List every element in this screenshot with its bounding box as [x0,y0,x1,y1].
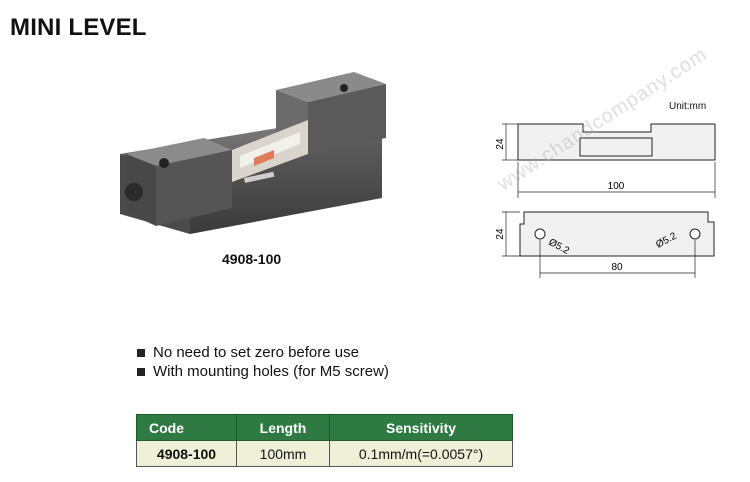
feature-text: With mounting holes (for M5 screw) [153,363,389,380]
height-dimension-top: 24 [495,138,506,150]
technical-drawing: 24 100 Ø5.2 Ø5.2 24 80 [495,123,716,278]
spec-table: Code Length Sensitivity 4908-100 100mm 0… [136,414,513,467]
header-length: Length [236,414,330,441]
length-dimension: 100 [608,181,625,192]
feature-item: No need to set zero before use [137,343,389,362]
product-model-label: 4908-100 [222,251,282,267]
feature-text: No need to set zero before use [153,344,359,361]
side-view-outline [517,123,716,161]
header-code: Code [136,414,237,441]
feature-item: With mounting holes (for M5 screw) [137,362,389,381]
spec-table-header-row: Code Length Sensitivity [136,414,513,441]
height-dimension-bottom: 24 [495,228,506,240]
page-title: MINI LEVEL [10,14,147,41]
cell-code: 4908-100 [136,440,237,467]
hole-spacing-dimension: 80 [611,262,623,273]
cell-sensitivity: 0.1mm/m(=0.0057°) [329,440,513,467]
bullet-icon [137,348,145,357]
table-row: 4908-100 100mm 0.1mm/m(=0.0057°) [136,440,513,467]
feature-list: No need to set zero before use With moun… [137,343,389,381]
bullet-icon [137,367,145,376]
bottom-view-outline [519,211,715,257]
product-photo [120,72,386,234]
header-sensitivity: Sensitivity [329,414,513,441]
unit-label: Unit:mm [669,101,707,112]
cell-length: 100mm [236,440,330,467]
